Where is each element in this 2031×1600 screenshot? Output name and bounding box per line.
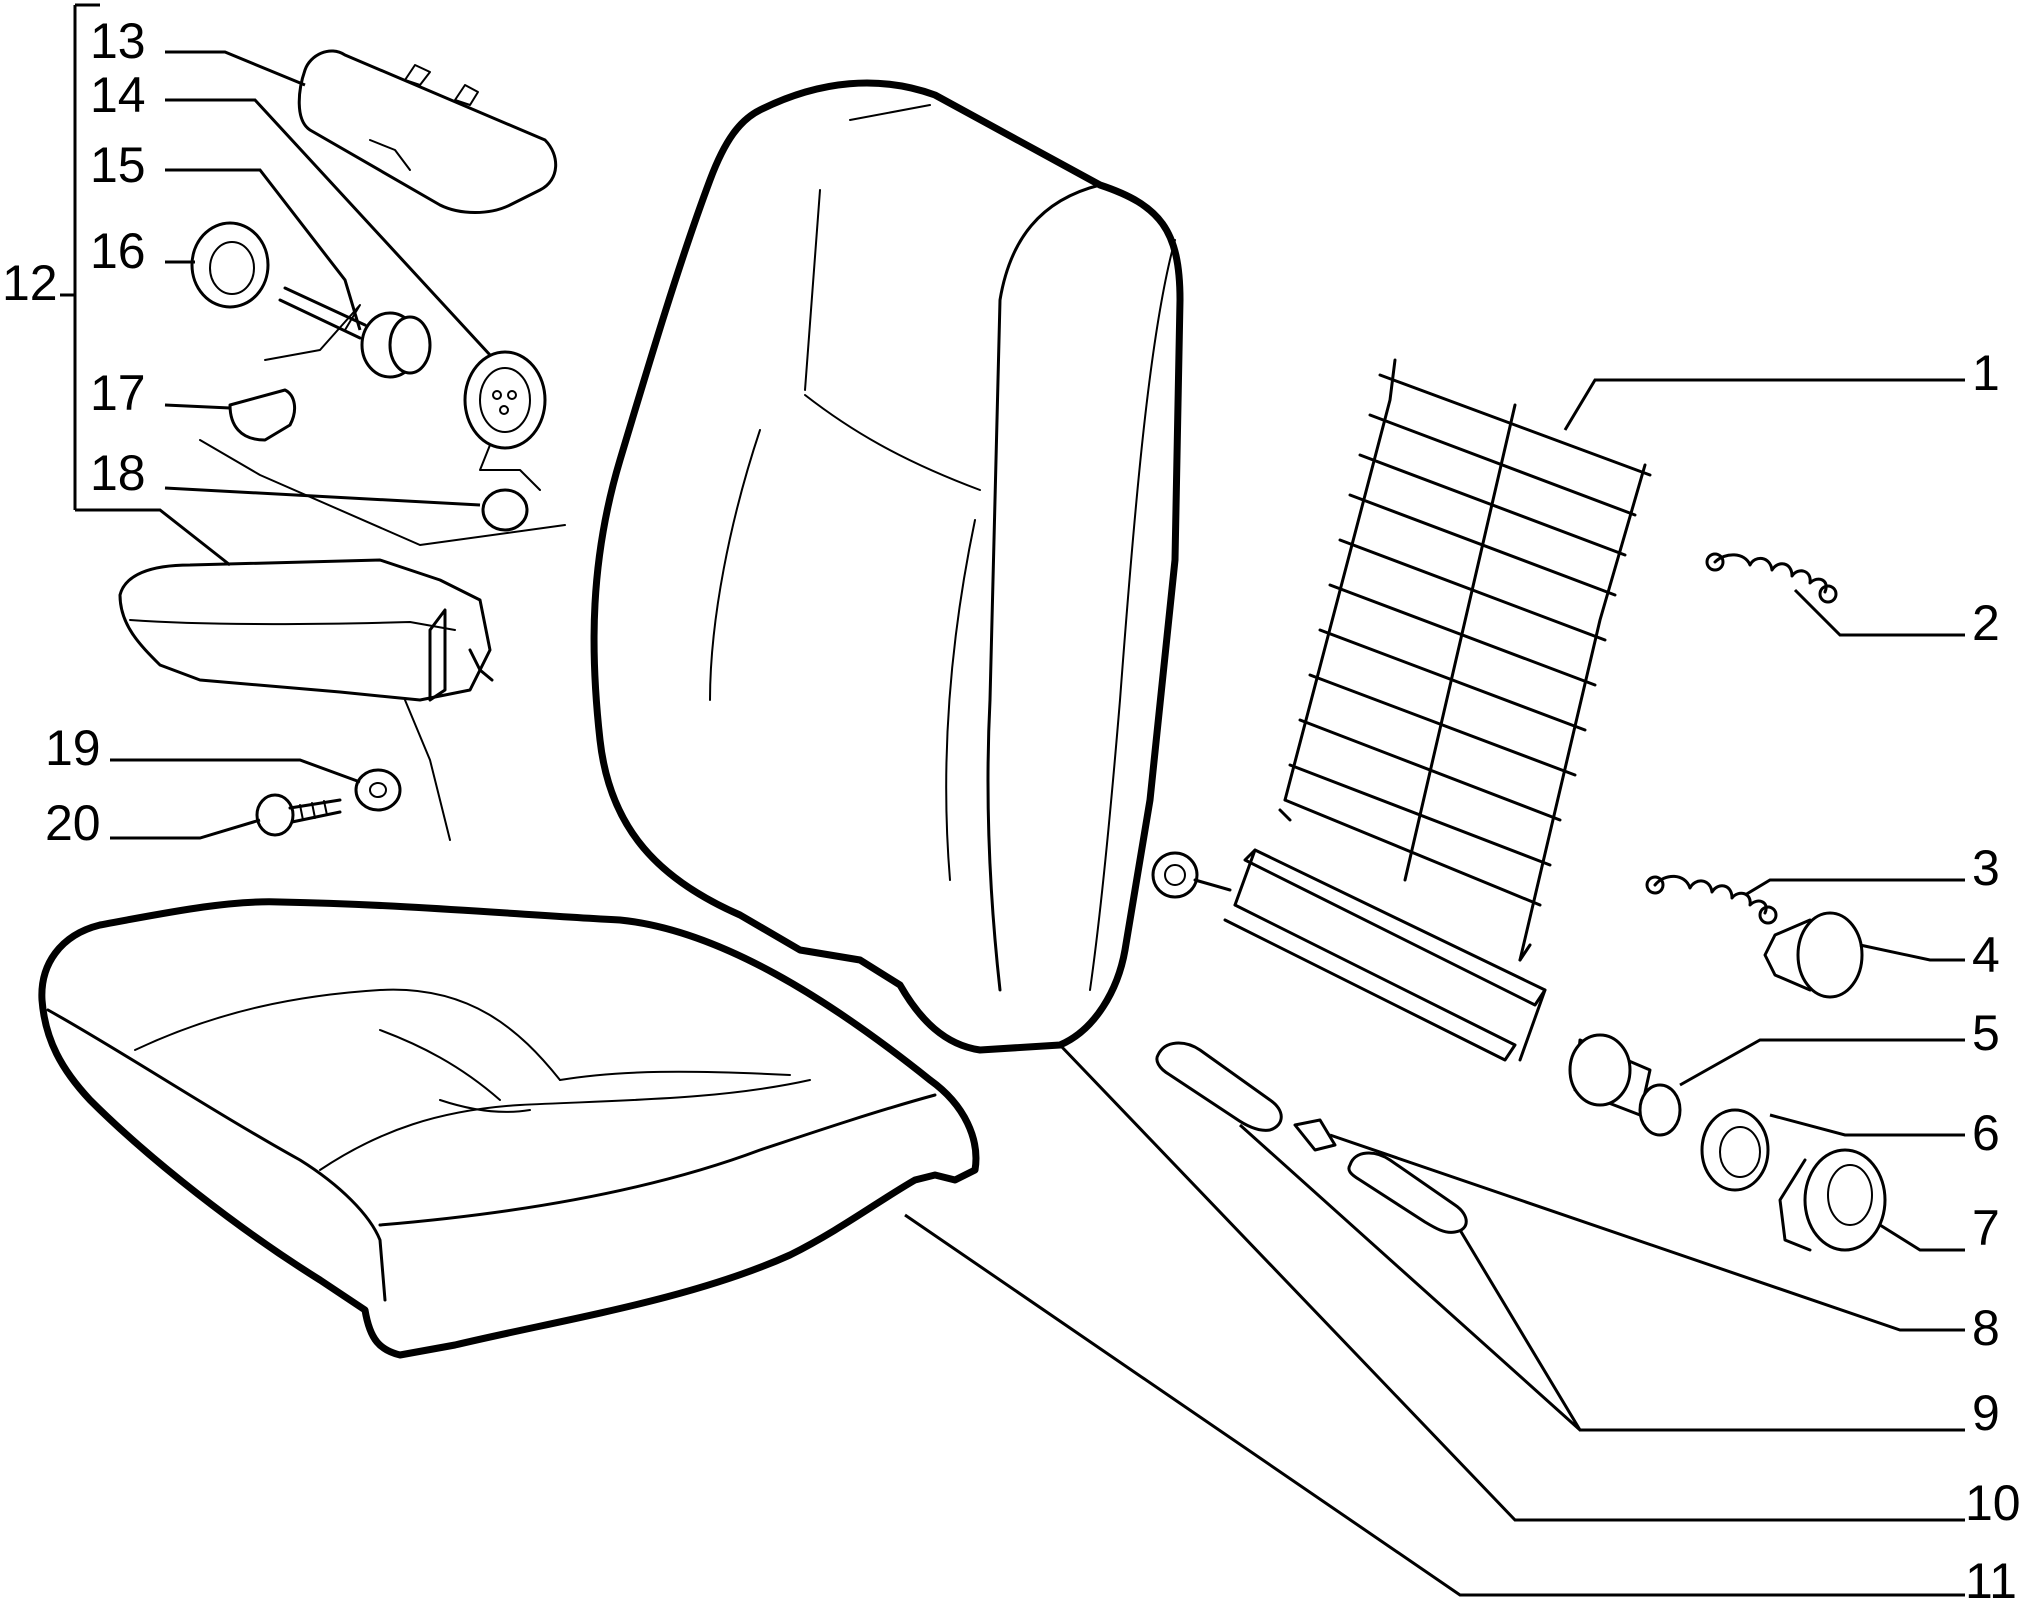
backrest-cushion	[590, 79, 1184, 1054]
callout-11: 11	[1965, 1553, 2017, 1600]
callout-10: 10	[1965, 1475, 2021, 1531]
callout-2: 2	[1972, 595, 2000, 651]
leader-lines	[60, 3, 1965, 1597]
callout-9: 9	[1972, 1385, 2000, 1441]
callout-8: 8	[1972, 1300, 2000, 1356]
screw-20	[255, 793, 342, 837]
callout-14: 14	[90, 67, 146, 123]
bushing-18	[481, 488, 529, 532]
callout-3: 3	[1972, 840, 2000, 896]
lower-frame-bar	[1223, 848, 1547, 1062]
tension-spring-2	[1705, 552, 1838, 604]
clip-8	[1293, 1118, 1337, 1152]
callout-7: 7	[1972, 1200, 2000, 1256]
callout-16: 16	[90, 223, 146, 279]
seat-cushion	[38, 898, 980, 1359]
pin-15	[278, 286, 432, 379]
callout-20: 20	[45, 795, 101, 851]
clip-part-4	[1763, 911, 1864, 999]
pivot-boss-left	[1151, 851, 1232, 899]
wire-loop-9a	[1155, 1041, 1283, 1132]
callout-5: 5	[1972, 1005, 2000, 1061]
callout-6: 6	[1972, 1105, 2000, 1161]
bushing-6	[1700, 1108, 1770, 1192]
callout-15: 15	[90, 137, 146, 193]
callout-18: 18	[90, 445, 146, 501]
armrest	[118, 558, 494, 702]
tension-spring-3	[1645, 874, 1778, 925]
callout-4: 4	[1972, 927, 2000, 983]
cap-16	[190, 221, 270, 309]
washer-19	[354, 768, 402, 812]
wire-loop-9b	[1347, 1151, 1468, 1234]
callout-12: 12	[2, 255, 58, 311]
callout-1: 1	[1972, 345, 2000, 401]
clip-17	[228, 388, 297, 442]
callout-numbers: 1 2 3 4 5 6 7 8 9 10 11 12 13 14 15 16 1…	[2, 13, 2021, 1600]
spring-mat	[1278, 358, 1652, 962]
hinge-disc-14	[463, 350, 547, 450]
adjustment-knob-7	[1778, 1148, 1887, 1252]
callout-13: 13	[90, 13, 146, 69]
pivot-pin-5	[1568, 1033, 1682, 1137]
callout-17: 17	[90, 365, 146, 421]
callout-19: 19	[45, 720, 101, 776]
bracket-13	[297, 49, 558, 214]
